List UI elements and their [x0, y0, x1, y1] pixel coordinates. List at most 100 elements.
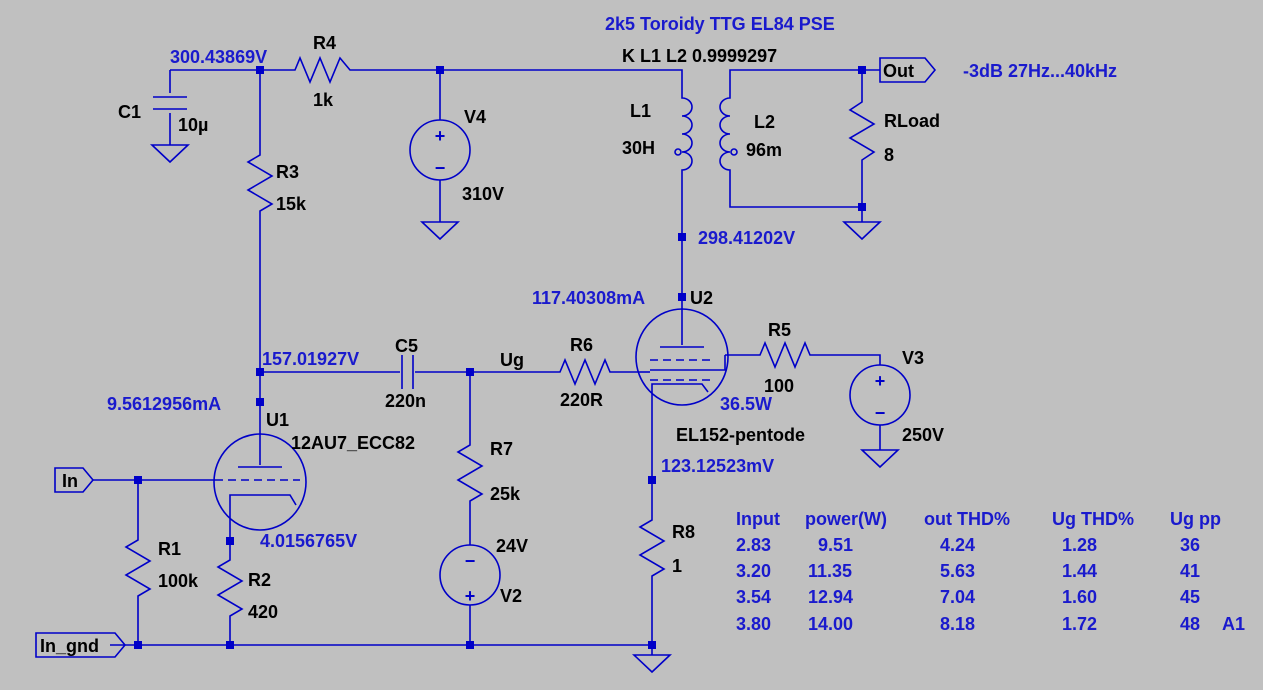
header-ug-thd: Ug THD%: [1052, 509, 1134, 529]
voltage-sources: + − + − − +: [409, 119, 911, 606]
l2-value: 96m: [746, 140, 782, 160]
table-row: 3.80 14.00 8.18 1.72 48 A1: [736, 614, 1245, 634]
r8-value: 1: [672, 556, 682, 576]
svg-text:11.35: 11.35: [808, 561, 852, 581]
table-row: 3.54 12.94 7.04 1.60 45: [736, 587, 1200, 607]
r2-value: 420: [248, 602, 278, 622]
v3-name: V3: [902, 348, 924, 368]
labels: 2k5 Toroidy TTG EL84 PSE K L1 L2 0.99992…: [107, 14, 1117, 622]
r6-value: 220R: [560, 390, 603, 410]
probe-u1-current: 9.5612956mA: [107, 394, 221, 414]
r4-value: 1k: [313, 90, 334, 110]
r3-value: 15k: [276, 194, 307, 214]
svg-text:−: −: [875, 403, 886, 423]
header-ug-pp: Ug pp: [1170, 509, 1221, 529]
header-out-thd: out THD%: [924, 509, 1010, 529]
svg-text:45: 45: [1180, 587, 1200, 607]
wires: [93, 69, 881, 655]
junctions: [134, 66, 866, 649]
l2-name: L2: [754, 112, 775, 132]
r4-name: R4: [313, 33, 336, 53]
svg-text:8.18: 8.18: [940, 614, 975, 634]
svg-text:9.51: 9.51: [818, 535, 853, 555]
svg-text:14.00: 14.00: [808, 614, 853, 634]
table-note: A1: [1222, 614, 1245, 634]
source-v3: + −: [849, 364, 911, 426]
v4-value: 310V: [462, 184, 504, 204]
svg-text:−: −: [435, 158, 446, 178]
results-table: Input power(W) out THD% Ug THD% Ug pp 2.…: [736, 509, 1245, 634]
table-row: 3.20 11.35 5.63 1.44 41: [736, 561, 1200, 581]
v4-name: V4: [464, 107, 486, 127]
source-v2: − +: [439, 544, 501, 606]
probe-u1-cathode: 4.0156765V: [260, 531, 357, 551]
capacitors: [153, 96, 414, 389]
port-out: Out: [879, 57, 937, 83]
svg-text:2.83: 2.83: [736, 535, 771, 555]
capacitor-c1: [153, 96, 187, 110]
r3-name: R3: [276, 162, 299, 182]
header-input: Input: [736, 509, 780, 529]
svg-text:+: +: [875, 371, 886, 391]
ground-symbols: [149, 144, 901, 674]
resistor-r7: [456, 440, 484, 505]
table-row: 2.83 9.51 4.24 1.28 36: [736, 535, 1200, 555]
svg-text:48: 48: [1180, 614, 1200, 634]
c1-value: 10µ: [178, 115, 208, 135]
header-power: power(W): [805, 509, 887, 529]
tube-u2: [635, 308, 729, 406]
resistor-r8: [638, 515, 666, 580]
bandwidth-note: -3dB 27Hz...40kHz: [963, 61, 1117, 81]
svg-text:41: 41: [1180, 561, 1200, 581]
r5-name: R5: [768, 320, 791, 340]
inductor-l1: [681, 85, 693, 175]
resistor-r2: [216, 555, 244, 620]
u1-name: U1: [266, 410, 289, 430]
resistor-r1: [124, 535, 152, 600]
probe-u2-cathode: 123.12523mV: [661, 456, 774, 476]
v3-value: 250V: [902, 425, 944, 445]
tube-u1: [213, 433, 307, 531]
u2-name: U2: [690, 288, 713, 308]
resistor-r3: [246, 150, 274, 215]
port-out-label: Out: [883, 61, 914, 81]
coupling-directive: K L1 L2 0.9999297: [622, 46, 777, 66]
l1-value: 30H: [622, 138, 655, 158]
capacitor-c5: [401, 355, 414, 389]
svg-text:1.28: 1.28: [1062, 535, 1097, 555]
svg-text:3.80: 3.80: [736, 614, 771, 634]
probe-out-plate: 298.41202V: [698, 228, 795, 248]
svg-text:7.04: 7.04: [940, 587, 975, 607]
svg-text:1.44: 1.44: [1062, 561, 1097, 581]
probe-u2-power: 36.5W: [720, 394, 772, 414]
r7-name: R7: [490, 439, 513, 459]
port-in-gnd: In_gnd: [35, 632, 127, 658]
port-in-label: In: [62, 471, 78, 491]
l1-name: L1: [630, 101, 651, 121]
svg-text:12.94: 12.94: [808, 587, 853, 607]
c5-value: 220n: [385, 391, 426, 411]
svg-text:−: −: [465, 551, 476, 571]
u1-model: 12AU7_ECC82: [291, 433, 415, 453]
svg-text:36: 36: [1180, 535, 1200, 555]
probe-u1-plate: 157.01927V: [262, 349, 359, 369]
inductor-l2: [719, 95, 731, 175]
r5-value: 100: [764, 376, 794, 396]
r6-name: R6: [570, 335, 593, 355]
svg-text:3.54: 3.54: [736, 587, 771, 607]
r8-name: R8: [672, 522, 695, 542]
probe-u2-current: 117.40308mA: [532, 288, 645, 308]
port-in: In: [54, 467, 95, 493]
svg-text:4.24: 4.24: [940, 535, 975, 555]
resistor-r5: [755, 340, 815, 370]
svg-text:+: +: [465, 586, 476, 606]
schematic-title: 2k5 Toroidy TTG EL84 PSE: [605, 14, 835, 34]
probe-b-plus: 300.43869V: [170, 47, 267, 67]
c1-name: C1: [118, 102, 141, 122]
rload-value: 8: [884, 145, 894, 165]
v2-name: V2: [500, 586, 522, 606]
svg-text:1.72: 1.72: [1062, 614, 1097, 634]
c5-name: C5: [395, 336, 418, 356]
svg-text:1.60: 1.60: [1062, 587, 1097, 607]
